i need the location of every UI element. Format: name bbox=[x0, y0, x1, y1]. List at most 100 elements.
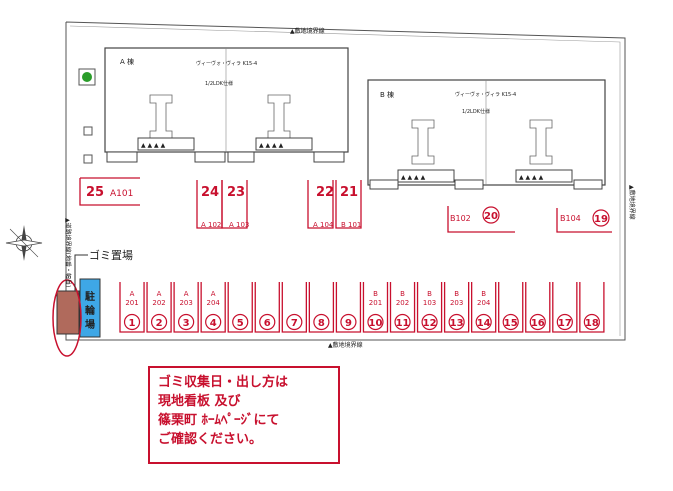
space-20: 20 B102 bbox=[450, 206, 500, 224]
bay-outline-10 bbox=[362, 282, 389, 333]
parking-bays-top bbox=[79, 177, 612, 233]
space-11-unit-number: 202 bbox=[396, 299, 409, 307]
site-boundary bbox=[65, 21, 626, 341]
site-boundary-inner bbox=[69, 25, 621, 336]
bay-outline-20 bbox=[447, 206, 515, 233]
space-number-circle bbox=[583, 313, 600, 331]
svg-text:▲ ▲ ▲ ▲: ▲ ▲ ▲ ▲ bbox=[519, 174, 544, 181]
building-a: A 棟 ヴィーヴォ・ヴィラ K15-4 1/2LDK仕様 ▲ ▲ ▲ ▲ ▲ ▲… bbox=[104, 47, 349, 163]
bay-outline-18 bbox=[579, 282, 605, 333]
space-10-number: 10 bbox=[369, 318, 383, 329]
building-a-name: ヴィーヴォ・ヴィラ K15-4 bbox=[196, 60, 257, 67]
bay-outline-21 bbox=[335, 180, 362, 229]
space-6-number: 6 bbox=[264, 318, 271, 329]
bay-outline-13 bbox=[443, 282, 470, 333]
bay-outline-22 bbox=[307, 180, 334, 229]
space-10-unit-building: B bbox=[373, 290, 378, 298]
space-11-number: 11 bbox=[396, 318, 410, 329]
space-number-circle bbox=[232, 313, 249, 331]
space-number-circle bbox=[556, 313, 573, 331]
bay-outline-3 bbox=[173, 282, 199, 333]
bay-outline-9 bbox=[335, 282, 362, 333]
space-24: 24 A 102 bbox=[201, 185, 221, 229]
space-4-unit-number: 204 bbox=[206, 299, 220, 307]
space-number-circle bbox=[475, 313, 492, 331]
space-number-circle bbox=[313, 313, 330, 331]
building-b-label: B 棟 bbox=[380, 90, 394, 99]
bay-outline-16 bbox=[525, 282, 551, 333]
building-a-label: A 棟 bbox=[120, 57, 134, 66]
svg-text:19: 19 bbox=[594, 214, 608, 225]
notice-line: 篠栗町 ﾎｰﾑﾍﾟｰｼﾞにて bbox=[158, 413, 280, 428]
utility-box bbox=[83, 126, 93, 136]
bay-outline-11 bbox=[389, 282, 416, 333]
space-3-number: 3 bbox=[183, 318, 190, 329]
utility-box bbox=[83, 154, 93, 164]
space-number-circle bbox=[367, 313, 384, 331]
space-13-number: 13 bbox=[450, 318, 464, 329]
space-number-circle bbox=[178, 313, 195, 331]
svg-text:▲ ▲ ▲ ▲: ▲ ▲ ▲ ▲ bbox=[141, 142, 166, 149]
svg-text:A 102: A 102 bbox=[201, 221, 221, 229]
bay-outline-19 bbox=[556, 208, 612, 233]
space-number-circle bbox=[150, 313, 168, 331]
notice-line: ご確認ください。 bbox=[158, 432, 263, 447]
bay-outline-12 bbox=[416, 282, 443, 333]
space-2-unit-building: A bbox=[157, 290, 162, 298]
svg-text:21: 21 bbox=[340, 185, 358, 200]
space-14-number: 14 bbox=[477, 318, 491, 329]
space-3-unit-building: A bbox=[184, 290, 189, 298]
space-25: 25 A101 bbox=[86, 185, 133, 200]
building-b-name: ヴィーヴォ・ヴィラ K15-4 bbox=[455, 91, 516, 98]
bay-outline-25 bbox=[79, 178, 140, 206]
space-12-unit-building: B bbox=[427, 290, 432, 298]
svg-text:A 104: A 104 bbox=[313, 221, 334, 229]
svg-text:B104: B104 bbox=[560, 214, 581, 223]
space-19: 19 B104 bbox=[560, 209, 610, 227]
svg-text:20: 20 bbox=[484, 211, 498, 222]
bay-outline-5 bbox=[227, 282, 253, 333]
space-11-unit-building: B bbox=[400, 290, 405, 298]
bay-outline-4 bbox=[200, 282, 226, 333]
space-3-unit-number: 203 bbox=[179, 299, 192, 307]
bay-outline-1 bbox=[119, 282, 145, 333]
space-4-number: 4 bbox=[210, 318, 217, 329]
space-5-number: 5 bbox=[237, 318, 244, 329]
space-number-circle bbox=[448, 313, 465, 331]
space-21: 21 B 101 bbox=[340, 185, 361, 229]
space-number-circle bbox=[421, 313, 438, 331]
notice-line: 現地看板 及び bbox=[158, 394, 241, 409]
space-number-circle bbox=[502, 313, 519, 331]
space-18-number: 18 bbox=[585, 318, 599, 329]
space-12-number: 12 bbox=[423, 318, 437, 329]
space-1-unit-building: A bbox=[130, 290, 135, 298]
space-13-unit-number: 203 bbox=[450, 299, 463, 307]
top-boundary-label: ▲敷地境界線 bbox=[290, 27, 325, 35]
svg-text:A101: A101 bbox=[110, 189, 133, 199]
space-4-unit-building: A bbox=[211, 290, 216, 298]
space-number-circle bbox=[529, 313, 546, 331]
space-2-unit-number: 202 bbox=[152, 299, 165, 307]
svg-text:25: 25 bbox=[86, 185, 104, 200]
bay-outline-15 bbox=[498, 282, 524, 333]
space-22: 22 A 104 bbox=[313, 185, 334, 229]
garbage-area bbox=[56, 290, 80, 335]
building-b-sub: 1/2LDK仕様 bbox=[462, 108, 490, 115]
bay-outline-23 bbox=[221, 180, 248, 229]
space-15-number: 15 bbox=[504, 318, 518, 329]
svg-text:▲ ▲ ▲ ▲: ▲ ▲ ▲ ▲ bbox=[259, 142, 284, 149]
svg-text:▲ ▲ ▲ ▲: ▲ ▲ ▲ ▲ bbox=[401, 174, 426, 181]
svg-text:22: 22 bbox=[316, 185, 334, 200]
north-compass-icon bbox=[5, 225, 43, 261]
garbage-label: ゴミ置場 bbox=[89, 248, 133, 262]
space-number-circle bbox=[394, 313, 411, 331]
space-2-number: 2 bbox=[156, 318, 163, 329]
bay-outline-6 bbox=[254, 282, 280, 333]
space-7-number: 7 bbox=[291, 318, 298, 329]
garbage-leader bbox=[74, 254, 88, 291]
bay-outline-17 bbox=[552, 282, 578, 333]
space-8-number: 8 bbox=[318, 318, 325, 329]
space-1-unit-number: 201 bbox=[125, 299, 138, 307]
